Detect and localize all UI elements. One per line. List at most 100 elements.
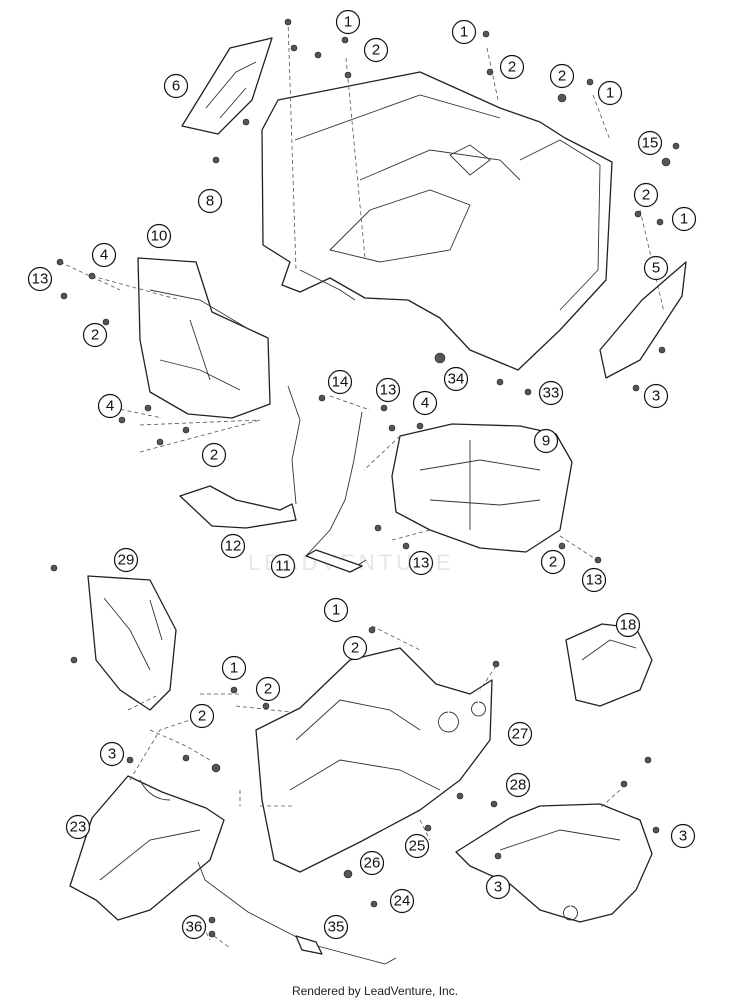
callout: 1 — [221, 655, 247, 681]
svg-text:2: 2 — [210, 447, 218, 464]
callout: 4 — [91, 242, 117, 268]
mount-rod-part — [197, 861, 397, 965]
svg-text:15: 15 — [642, 135, 659, 152]
svg-text:4: 4 — [106, 398, 114, 415]
svg-text:6: 6 — [172, 78, 180, 95]
deflector-left-part — [181, 37, 273, 135]
svg-text:25: 25 — [409, 838, 426, 855]
svg-text:1: 1 — [230, 660, 238, 677]
callout: 35 — [323, 914, 349, 940]
callout: 6 — [163, 73, 189, 99]
fasteners — [50, 18, 680, 938]
headlight-mask-part — [87, 575, 177, 711]
svg-text:4: 4 — [421, 395, 429, 412]
footer-credit: Rendered by LeadVenture, Inc. — [291, 984, 459, 998]
callout: 3 — [99, 741, 125, 767]
callout: 15 — [637, 130, 663, 156]
callout: 33 — [538, 380, 564, 406]
callout: 23 — [65, 814, 91, 840]
callout: 8 — [197, 188, 223, 214]
side-cover-left-part — [137, 257, 271, 419]
front-cover-part — [69, 775, 225, 921]
callout: 2 — [499, 54, 525, 80]
svg-text:34: 34 — [448, 371, 465, 388]
callout: 13 — [408, 550, 434, 576]
rear-fender-part — [255, 647, 493, 873]
callout: 27 — [507, 721, 533, 747]
callout: 36 — [181, 914, 207, 940]
svg-text:24: 24 — [394, 893, 411, 910]
svg-text:3: 3 — [679, 828, 687, 845]
rear-side-cover-part — [455, 803, 653, 923]
callout: 3 — [670, 823, 696, 849]
callout: 24 — [389, 888, 415, 914]
callout: 10 — [146, 223, 172, 249]
bracket-left-part — [179, 385, 301, 529]
callout: 2 — [255, 676, 281, 702]
svg-text:13: 13 — [413, 555, 430, 572]
callout: 2 — [342, 635, 368, 661]
front-fender-part — [261, 71, 613, 371]
callout: 26 — [359, 850, 385, 876]
callout: 2 — [363, 37, 389, 63]
svg-text:35: 35 — [328, 919, 345, 936]
svg-text:1: 1 — [332, 602, 340, 619]
svg-text:2: 2 — [372, 42, 380, 59]
callout: 13 — [581, 567, 607, 593]
svg-text:8: 8 — [206, 193, 214, 210]
small-cover-part — [565, 623, 653, 707]
frame-bracket-part — [305, 411, 367, 573]
svg-text:4: 4 — [100, 247, 108, 264]
svg-text:33: 33 — [543, 385, 560, 402]
callout: 2 — [189, 703, 215, 729]
svg-text:18: 18 — [620, 617, 637, 634]
callout: 34 — [443, 366, 469, 392]
svg-text:27: 27 — [512, 726, 529, 743]
svg-text:23: 23 — [70, 819, 87, 836]
svg-text:3: 3 — [494, 879, 502, 896]
svg-text:14: 14 — [332, 374, 349, 391]
callout: 1 — [323, 597, 349, 623]
callout: 13 — [375, 377, 401, 403]
callout: 3 — [643, 383, 669, 409]
callout: 18 — [615, 612, 641, 638]
svg-text:10: 10 — [151, 228, 168, 245]
callout: 3 — [485, 874, 511, 900]
side-plate-part — [599, 261, 687, 379]
svg-text:2: 2 — [198, 708, 206, 725]
leader-lines — [59, 19, 665, 949]
callout: 1 — [671, 206, 697, 232]
callout: 11 — [270, 553, 296, 579]
callout: 1 — [597, 80, 623, 106]
callout: 1 — [335, 9, 361, 35]
svg-text:2: 2 — [264, 681, 272, 698]
callout: 2 — [540, 549, 566, 575]
svg-text:1: 1 — [680, 211, 688, 228]
callout: 9 — [533, 428, 559, 454]
svg-text:13: 13 — [380, 382, 397, 399]
svg-text:1: 1 — [344, 14, 352, 31]
svg-text:13: 13 — [586, 572, 603, 589]
svg-text:2: 2 — [351, 640, 359, 657]
svg-text:28: 28 — [510, 777, 527, 794]
callout: 2 — [549, 63, 575, 89]
svg-text:26: 26 — [364, 855, 381, 872]
callout: 29 — [113, 547, 139, 573]
svg-text:2: 2 — [549, 554, 557, 571]
callout: 12 — [220, 533, 246, 559]
svg-text:2: 2 — [508, 59, 516, 76]
callout: 2 — [633, 182, 659, 208]
svg-text:2: 2 — [558, 68, 566, 85]
callout: 2 — [82, 322, 108, 348]
svg-text:12: 12 — [225, 538, 242, 555]
callout: 4 — [97, 393, 123, 419]
callout: 14 — [327, 369, 353, 395]
svg-text:1: 1 — [460, 24, 468, 41]
svg-text:2: 2 — [642, 187, 650, 204]
callout: 28 — [505, 772, 531, 798]
callout: 13 — [27, 266, 53, 292]
svg-text:1: 1 — [606, 85, 614, 102]
svg-text:36: 36 — [186, 919, 203, 936]
callout: 1 — [451, 19, 477, 45]
